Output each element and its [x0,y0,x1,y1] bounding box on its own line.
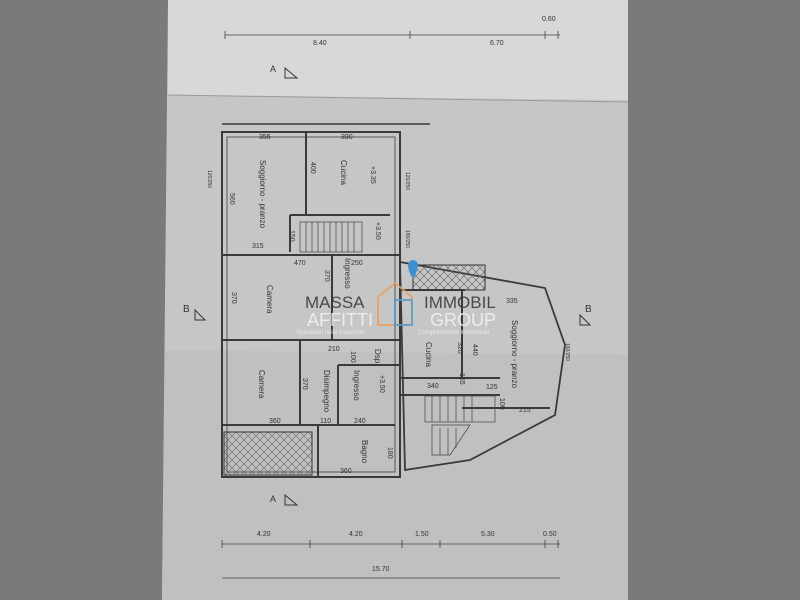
dim-bottom-4: 5.30 [481,531,495,538]
dim-560: 560 [228,193,235,205]
level-2: +3.50 [374,222,381,240]
dim-335: 335 [506,298,518,305]
dim-bottom-2: 4.20 [349,531,363,538]
window-1: 120/250 [206,170,212,188]
dim-bottom-3: 1.50 [415,531,429,538]
location-pin-icon [408,260,418,279]
room-dispensa: Dsp [373,349,382,364]
watermark-logo: MASSA AFFITTI Specialisti nella locazion… [296,281,496,336]
dim-315: 315 [252,243,264,250]
dim-370-a: 370 [230,292,237,304]
dim-bottom-5: 0.50 [543,531,557,538]
terrace-bottom [223,431,313,476]
room-ingresso-1: Ingresso [343,258,352,289]
watermark-left-sub: Specialisti nella locazione [296,330,365,336]
room-bagno: Bagno [360,440,369,464]
staircase-2 [424,395,496,456]
dim-355: 355 [259,134,271,141]
section-marker-icon [284,66,299,79]
dim-125: 125 [486,384,498,391]
dim-210: 210 [328,346,340,353]
watermark-immobil: IMMOBIL [424,293,496,312]
top-dimension-line [224,31,560,39]
dim-390: 390 [341,134,353,141]
fold-line [167,94,629,103]
dim-100-a: 100 [349,351,356,363]
section-marker-icon [579,313,592,326]
dim-bottom-total: 15.70 [372,566,390,573]
room-ingresso-2: Ingresso [352,370,361,401]
room-camera-2: Camera [257,370,266,399]
dim-470: 470 [294,260,306,267]
dim-100-b: 100 [498,398,505,410]
staircase-1 [299,221,363,253]
watermark-affitti: AFFITTI [307,310,373,330]
dim-bottom-1: 4.20 [257,531,271,538]
room-soggiorno-1: Soggiorno - pranzo [258,160,267,229]
section-a-top: A [270,64,276,74]
section-a-bottom: A [270,494,276,504]
room-disimpegno: Disimpegno [322,370,331,413]
dim-180: 180 [386,447,393,459]
house-logo-door [394,299,413,326]
dim-340: 340 [427,383,439,390]
room-soggiorno-2: Soggiorno - pranzo [510,320,519,389]
dim-top-2: 6.70 [490,40,504,47]
dim-370-c: 370 [301,378,308,390]
dim-250: 250 [351,260,363,267]
section-b-right: B [585,304,592,315]
section-marker-icon [194,308,207,321]
dim-320: 320 [456,342,463,354]
dim-top-1: 8.40 [313,40,327,47]
watermark-right-sub: Compravendite Immobiliari [418,330,489,336]
window-4: 160/250 [564,343,570,361]
section-b-left: B [183,304,190,315]
dim-top-3: 0.60 [542,16,556,23]
dim-240: 240 [354,418,366,425]
room-cucina-2: Cucina [424,342,433,367]
dim-110: 110 [320,418,331,425]
room-cucina-1: Cucina [339,160,348,185]
window-3: 180/250 [404,230,410,248]
paper-bottom-fold [162,350,628,600]
room-camera-1: Camera [265,285,274,314]
dim-360-b: 360 [340,468,352,475]
dim-150: 150 [288,230,295,242]
watermark-massa: MASSA [305,293,365,312]
level-3: +3.50 [378,375,385,393]
bottom-dimension-line [221,540,560,579]
watermark-group: GROUP [430,310,496,330]
window-2: 120/250 [404,172,410,190]
dim-165: 165 [458,373,465,385]
paper-top-fold [168,0,628,100]
dim-215: 215 [519,407,531,414]
dim-370-b: 370 [323,270,330,282]
dim-400: 400 [309,162,316,174]
level-1: +3.35 [369,166,376,184]
dim-360-a: 360 [269,418,281,425]
dim-440: 440 [471,344,478,356]
section-marker-icon [284,493,299,506]
terrace-top [412,264,486,291]
